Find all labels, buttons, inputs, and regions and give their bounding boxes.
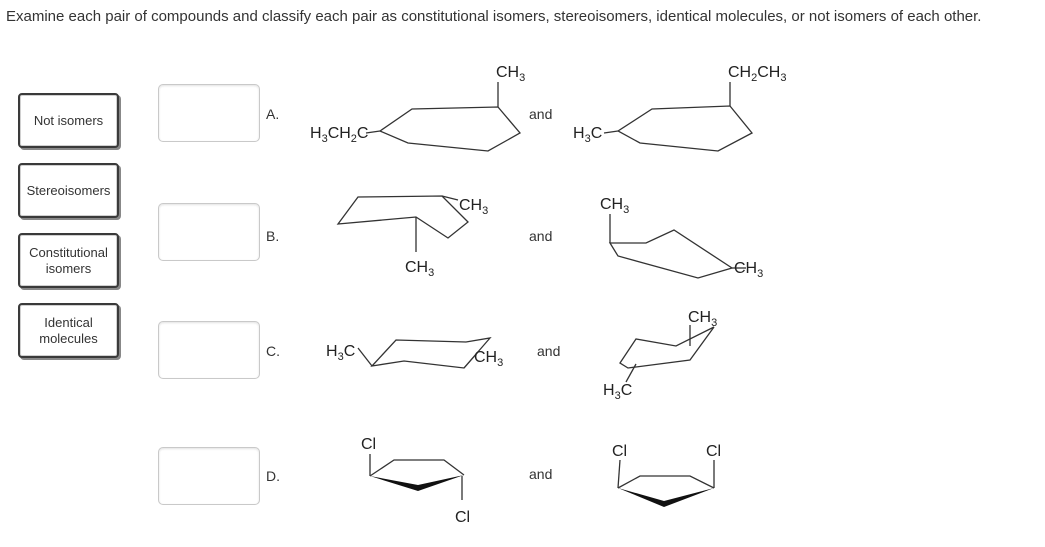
- molecule-b-left: CH3 CH3: [336, 195, 488, 279]
- drop-slot-c[interactable]: [158, 321, 260, 379]
- label-d-left-top: Cl: [361, 436, 376, 453]
- label-b-left-side: CH3: [459, 197, 488, 217]
- question-letter-a: A.: [266, 106, 280, 122]
- label-c-left-right: CH3: [474, 349, 503, 369]
- label-d-right-left: Cl: [612, 443, 627, 460]
- molecule-a-right: CH2CH3 H3C: [573, 64, 786, 152]
- drop-slot-d[interactable]: [158, 447, 260, 505]
- molecule-d-left: Cl Cl: [361, 436, 470, 526]
- chip-constitutional-isomers[interactable]: Constitutional isomers: [18, 233, 119, 288]
- label-c-left-left: H3C: [326, 343, 355, 363]
- chip-identical-molecules[interactable]: Identical molecules: [18, 303, 119, 358]
- molecule-c-left: H3C CH3: [326, 337, 503, 369]
- molecule-b-right: CH3 CH3: [600, 196, 763, 280]
- label-a-left-side: H3CH2C: [310, 125, 368, 145]
- question-letter-c: C.: [266, 343, 280, 359]
- label-c-right-bottom: H3C: [603, 382, 632, 402]
- connector-and-b: and: [529, 228, 553, 244]
- label-d-left-bottom: Cl: [455, 509, 470, 526]
- molecule-a-left: CH3 H3CH2C: [310, 64, 525, 152]
- connector-and-a: and: [529, 106, 553, 122]
- label-a-left-top: CH3: [496, 64, 525, 84]
- connector-and-d: and: [529, 466, 553, 482]
- label-a-right-top: CH2CH3: [728, 64, 786, 84]
- molecule-d-right: Cl Cl: [612, 443, 721, 507]
- chip-stereoisomers[interactable]: Stereoisomers: [18, 163, 119, 218]
- drop-slot-b[interactable]: [158, 203, 260, 261]
- label-b-right-side: CH3: [734, 260, 763, 280]
- chip-not-isomers[interactable]: Not isomers: [18, 93, 119, 148]
- question-letter-b: B.: [266, 228, 280, 244]
- label-b-left-bottom: CH3: [405, 259, 434, 279]
- molecule-c-right: CH3 H3C: [603, 309, 717, 402]
- label-a-right-side: H3C: [573, 125, 602, 145]
- drop-slot-a[interactable]: [158, 84, 260, 142]
- instructions-text: Examine each pair of compounds and class…: [6, 8, 982, 25]
- label-b-right-top: CH3: [600, 196, 629, 216]
- label-d-right-right: Cl: [706, 443, 721, 460]
- label-c-right-top: CH3: [688, 309, 717, 329]
- connector-and-c: and: [537, 343, 561, 359]
- question-letter-d: D.: [266, 468, 280, 484]
